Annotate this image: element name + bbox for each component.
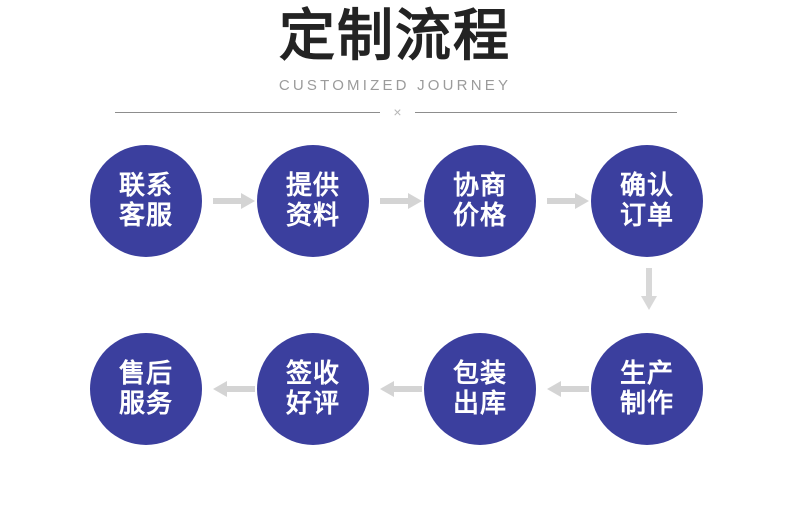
arrow-right-icon-2 (380, 193, 422, 209)
arrow-head (575, 193, 589, 209)
arrow-head (380, 381, 394, 397)
arrow-head (241, 193, 255, 209)
arrow-head (547, 381, 561, 397)
flow-node-negotiate-price[interactable]: 协商 价格 (424, 145, 536, 257)
flow-node-label-line2: 资料 (285, 201, 340, 231)
divider-x-icon: × (393, 104, 402, 120)
arrow-shaft (394, 386, 422, 392)
flow-row-bottom: 售后 服务 签收 好评 包装 出库 生产 制作 (0, 333, 790, 445)
page-header: 定制流程 CUSTOMIZED JOURNEY × (0, 0, 790, 130)
flow-node-label-line1: 签收 (285, 359, 340, 389)
arrow-shaft (561, 386, 589, 392)
flow-node-after-sales-service[interactable]: 售后 服务 (90, 333, 202, 445)
flow-node-label-line2: 出库 (452, 389, 507, 419)
flow-node-provide-materials[interactable]: 提供 资料 (257, 145, 369, 257)
arrow-head (641, 296, 657, 310)
divider: × (115, 104, 677, 120)
arrow-shaft (227, 386, 255, 392)
flow-node-label-line2: 订单 (619, 201, 674, 231)
arrow-down-icon (641, 268, 657, 310)
flow-node-label-line2: 价格 (452, 201, 507, 231)
arrow-left-icon-2 (380, 381, 422, 397)
arrow-left-icon-3 (547, 381, 589, 397)
page-title: 定制流程 (279, 4, 511, 69)
flow-node-sign-and-review[interactable]: 签收 好评 (257, 333, 369, 445)
arrow-shaft (547, 198, 575, 204)
flow-row-top: 联系 客服 提供 资料 协商 价格 确认 订单 (0, 145, 790, 257)
divider-line-left (115, 112, 380, 113)
flow-node-label-line1: 提供 (285, 171, 340, 201)
flow-node-label-line1: 协商 (452, 171, 507, 201)
divider-line-right (415, 112, 677, 113)
arrow-shaft (213, 198, 241, 204)
arrow-right-icon-1 (213, 193, 255, 209)
flow-node-confirm-order[interactable]: 确认 订单 (591, 145, 703, 257)
flow-node-label-line1: 确认 (619, 171, 674, 201)
flow-node-label-line2: 制作 (619, 389, 674, 419)
arrow-left-icon-1 (213, 381, 255, 397)
arrow-right-icon-3 (547, 193, 589, 209)
flow-node-label-line2: 好评 (285, 389, 340, 419)
flow-node-contact-service[interactable]: 联系 客服 (90, 145, 202, 257)
arrow-head (408, 193, 422, 209)
arrow-head (213, 381, 227, 397)
arrow-shaft (380, 198, 408, 204)
flow-node-label-line2: 服务 (118, 389, 173, 419)
flow-node-label-line1: 生产 (619, 359, 674, 389)
flow-node-label-line1: 包装 (452, 359, 507, 389)
flow-node-label-line1: 联系 (118, 171, 173, 201)
arrow-shaft (646, 268, 652, 296)
flow-node-packaging-shipping[interactable]: 包装 出库 (424, 333, 536, 445)
flow-node-production[interactable]: 生产 制作 (591, 333, 703, 445)
flow-node-label-line1: 售后 (118, 359, 173, 389)
page-subtitle: CUSTOMIZED JOURNEY (278, 77, 512, 94)
flow-node-label-line2: 客服 (118, 201, 173, 231)
